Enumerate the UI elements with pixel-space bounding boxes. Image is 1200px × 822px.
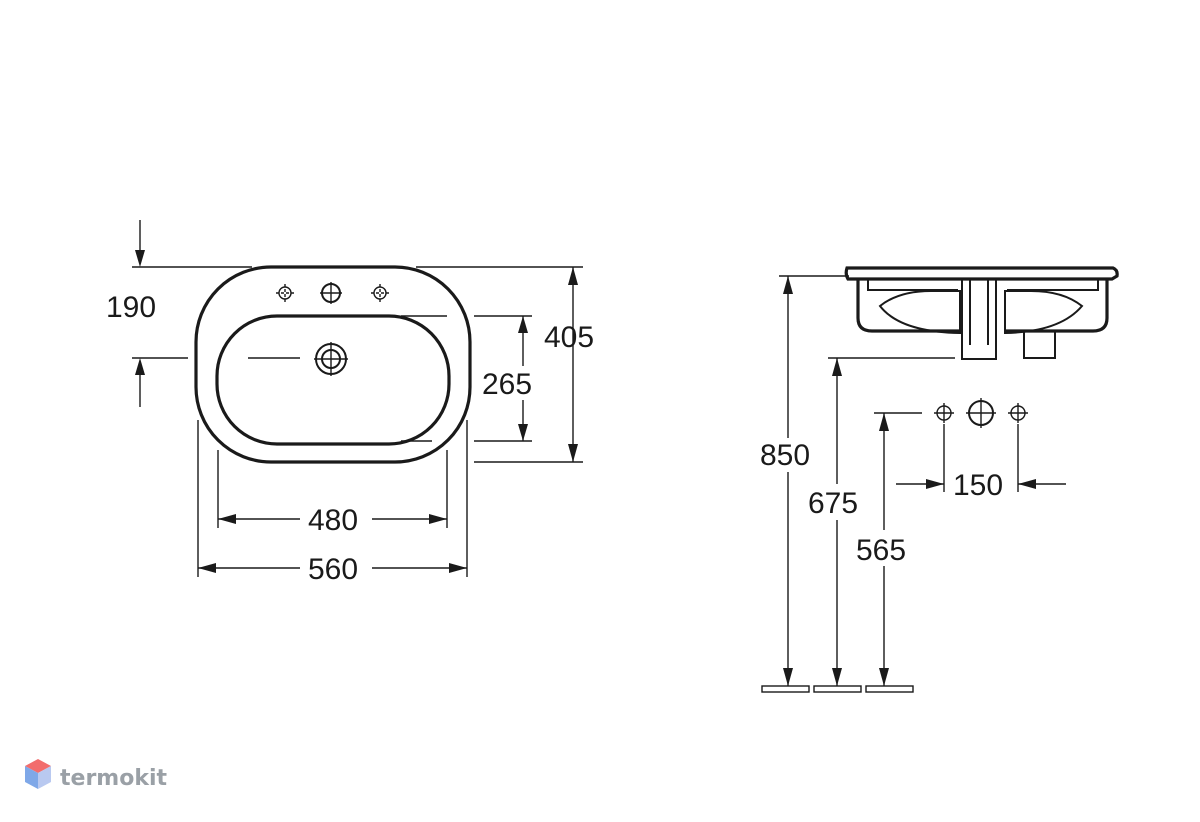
- dim-675-label: 675: [808, 487, 858, 520]
- supply-left-icon: [934, 403, 954, 423]
- logo-left-face: [25, 766, 38, 789]
- tap-hole-center-icon: [320, 282, 342, 304]
- dim-150-label: 150: [953, 469, 1003, 502]
- drain-icon: [314, 342, 348, 376]
- plan-view: 190 405 265 480 560: [106, 220, 594, 586]
- floor-plate-center: [813, 685, 862, 693]
- dim-190-label: 190: [106, 291, 156, 324]
- floor-plate-right: [865, 685, 914, 693]
- dim-480-label: 480: [308, 504, 358, 537]
- supply-right-icon: [1008, 403, 1028, 423]
- dim-265-label: 265: [482, 368, 532, 401]
- dim-565-label: 565: [856, 534, 906, 567]
- waste-connection-icon: [966, 398, 996, 428]
- basin-section: [844, 266, 1119, 360]
- floor-plate-left: [761, 685, 810, 693]
- tap-hole-left-icon: [276, 284, 294, 302]
- dim-405-label: 405: [544, 321, 594, 354]
- logo-right-face: [38, 766, 51, 789]
- termokit-watermark: termokit: [25, 759, 167, 791]
- dim-850-label: 850: [760, 439, 810, 472]
- brand-name: termokit: [60, 766, 167, 791]
- dim-560-label: 560: [308, 553, 358, 586]
- basin-bowl: [215, 314, 451, 446]
- tap-hole-right-icon: [371, 284, 389, 302]
- basin-outer-rim: [194, 265, 472, 464]
- side-view: 850 675 565: [760, 266, 1119, 693]
- termokit-logo-icon: [25, 759, 51, 789]
